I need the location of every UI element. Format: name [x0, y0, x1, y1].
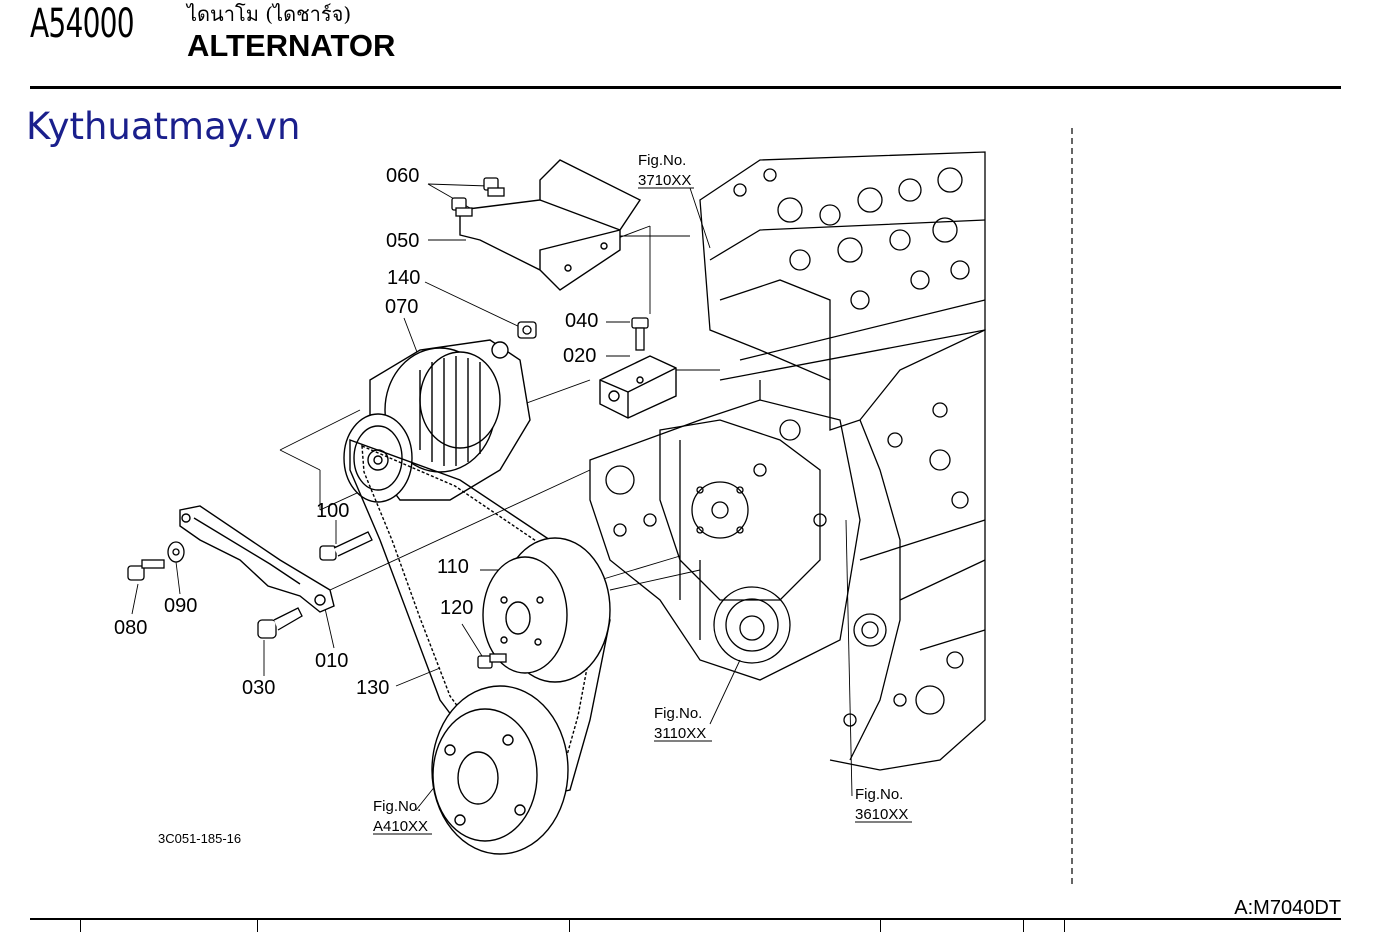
table-divider — [1023, 920, 1024, 932]
fig-ref-3110: 3110XX — [654, 725, 706, 742]
part-060-bolts — [451, 177, 505, 217]
table-divider — [80, 920, 81, 932]
label-100: 100 — [316, 500, 349, 522]
part-110-pulley — [482, 537, 611, 683]
header-rule — [30, 86, 1341, 89]
label-140: 140 — [387, 267, 420, 289]
label-030: 030 — [242, 677, 275, 699]
label-070: 070 — [385, 296, 418, 318]
footer-rule — [30, 918, 1341, 920]
part-050-plate — [459, 159, 642, 291]
part-070-alternator — [343, 339, 531, 503]
part-010-bracket — [179, 505, 335, 613]
fig-ref-label-3710: Fig.No. — [638, 152, 686, 169]
part-100-bolt — [319, 531, 373, 561]
label-110: 110 — [437, 556, 469, 578]
fig-ref-label-3610: Fig.No. — [855, 786, 903, 803]
label-040: 040 — [565, 310, 598, 332]
table-divider — [257, 920, 258, 932]
label-080: 080 — [114, 617, 147, 639]
section-code: A54000 — [30, 1, 135, 47]
part-040-bolt — [631, 317, 649, 351]
table-divider — [880, 920, 881, 932]
engine-block — [589, 151, 986, 771]
model-code: A:M7040DT — [1234, 897, 1341, 919]
part-080-bolt — [127, 559, 165, 581]
label-090: 090 — [164, 595, 197, 617]
part-020-block — [599, 355, 677, 419]
fig-ref-label-A410: Fig.No. — [373, 798, 421, 815]
table-divider — [1064, 920, 1065, 932]
part-140-nut — [517, 321, 537, 339]
watermark: Kythuatmay.vn — [26, 105, 301, 148]
thai-title: ไดนาโม (ไดชาร์จ) — [187, 2, 352, 26]
fig-ref-label-3110: Fig.No. — [654, 705, 702, 722]
label-120: 120 — [440, 597, 473, 619]
crank-pulley — [431, 685, 569, 855]
label-050: 050 — [386, 230, 419, 252]
label-060: 060 — [386, 165, 419, 187]
drawing-number: 3C051-185-16 — [158, 831, 241, 846]
fig-ref-3610: 3610XX — [855, 806, 908, 823]
label-010: 010 — [315, 650, 348, 672]
fig-ref-A410: A410XX — [373, 818, 428, 835]
label-020: 020 — [563, 345, 596, 367]
part-030-bolt — [257, 607, 303, 639]
page-title: ALTERNATOR — [187, 28, 396, 63]
part-090-washer — [167, 541, 185, 563]
table-divider — [569, 920, 570, 932]
label-130: 130 — [356, 677, 389, 699]
part-120-bolt — [477, 653, 507, 669]
fig-ref-3710: 3710XX — [638, 172, 691, 189]
